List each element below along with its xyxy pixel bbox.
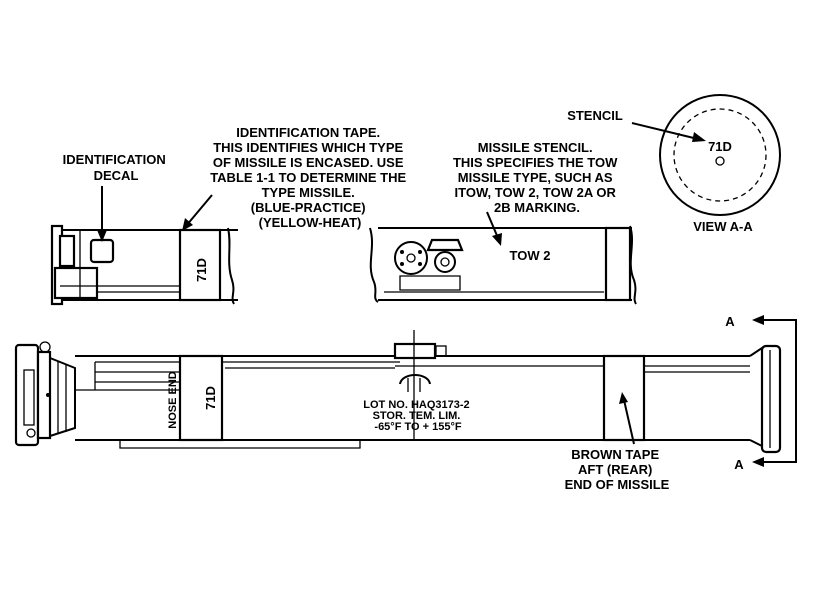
identification-tape-line: TABLE 1-1 TO DETERMINE THE xyxy=(210,170,406,185)
stencil-arrowhead xyxy=(692,132,706,142)
identification-tape-line: IDENTIFICATION TAPE. xyxy=(236,125,380,140)
view-a-a-label: VIEW A-A xyxy=(693,219,753,234)
section-a-a-marker: A A xyxy=(725,314,797,472)
main-tape-code: 71D xyxy=(203,386,218,410)
brown-tape-line: END OF MISSILE xyxy=(565,477,670,492)
stencil-label: STENCIL xyxy=(567,108,623,123)
identification-decal-line: IDENTIFICATION xyxy=(63,152,166,167)
identification-tape-line: TYPE MISSILE. xyxy=(262,185,355,200)
nose-end-label: NOSE END xyxy=(167,371,179,429)
view-stencil-code: 71D xyxy=(708,139,732,154)
tape-leader-line xyxy=(185,194,213,227)
missile-stencil-line: MISSILE TYPE, SUCH AS xyxy=(458,170,613,185)
missile-stencil-line: THIS SPECIFIES THE TOW xyxy=(453,155,618,170)
detail-tape-code: 71D xyxy=(194,258,209,282)
identification-decal-label: IDENTIFICATION DECAL xyxy=(63,152,170,183)
section-a-bottom-label: A xyxy=(734,457,744,472)
missile-stencil-label: MISSILE STENCIL. THIS SPECIFIES THE TOW … xyxy=(453,140,621,215)
missile-stencil-line: MISSILE STENCIL. xyxy=(478,140,593,155)
lot-info-stencil: LOT NO. HAQ3173-2 STOR. TEM. LIM. -65°F … xyxy=(363,399,472,433)
lot-info-line: STOR. TEM. LIM. xyxy=(373,410,461,422)
stencil-leader-line xyxy=(631,122,703,141)
view-a-a-end-view: 71D xyxy=(631,94,781,216)
identification-decal xyxy=(89,238,115,264)
missile-stencil-line: 2B MARKING. xyxy=(494,200,580,215)
identification-tape-line: (YELLOW-HEAT) xyxy=(259,215,362,230)
missile-container-full: 71D NOSE END LOT NO. HAQ3173-2 STOR. TEM… xyxy=(14,330,782,454)
identification-tape-line: OF MISSILE IS ENCASED. USE xyxy=(213,155,404,170)
lot-info-line: LOT NO. HAQ3173-2 xyxy=(363,399,469,411)
identification-tape-line: THIS IDENTIFIES WHICH TYPE xyxy=(213,140,403,155)
identification-tape-band xyxy=(178,228,222,302)
missile-stencil-line: ITOW, TOW 2, TOW 2A OR xyxy=(455,185,617,200)
brown-tape-line: AFT (REAR) xyxy=(578,462,652,477)
stencil-type-leader-line xyxy=(486,211,499,239)
identification-tape-line: (BLUE-PRACTICE) xyxy=(251,200,366,215)
brown-tape-label: BROWN TAPE AFT (REAR) END OF MISSILE xyxy=(565,447,670,492)
lot-info-line: -65°F TO + 155°F xyxy=(374,421,461,433)
brown-tape-leader-line xyxy=(623,399,635,445)
detail-view-stencil-section: TOW 2 xyxy=(369,211,637,305)
identification-tape-label: IDENTIFICATION TAPE. THIS IDENTIFIES WHI… xyxy=(210,125,410,230)
section-a-top-label: A xyxy=(725,314,735,329)
detail-stencil-text: TOW 2 xyxy=(510,248,551,263)
brown-tape-line: BROWN TAPE xyxy=(571,447,659,462)
identification-decal-line: DECAL xyxy=(94,168,139,183)
nose-tape-band xyxy=(178,354,224,442)
detail-view-nose-section: 71D xyxy=(50,186,238,306)
